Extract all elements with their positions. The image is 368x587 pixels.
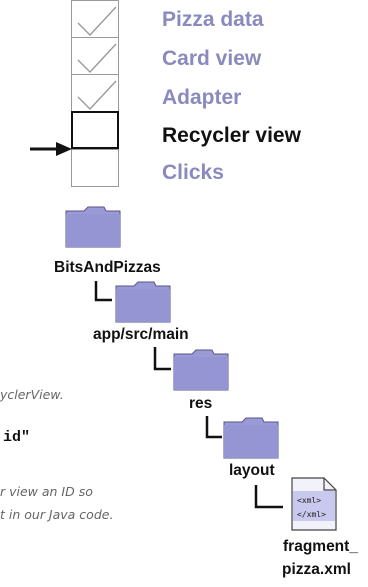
code-fragment: id" [3,429,31,446]
checkbox-pizza-data [71,0,119,38]
folder-label-app: app/src/main [93,326,189,343]
file-label-line2: pizza.xml [282,561,351,578]
xml-file-icon: <xml> </xml> [291,477,337,531]
folder-label-layout: layout [229,462,275,479]
checkmark-icon [77,80,117,111]
file-label-line1: fragment_ [283,538,358,555]
handwritten-note-line1: r view an ID so [0,484,93,499]
handwritten-note-line2: t in our Java code. [0,507,114,522]
checkmark-icon [77,43,117,74]
xml-tag-open: <xml> [297,496,321,505]
step-label-adapter: Adapter [162,86,242,109]
folder-icon [223,417,279,459]
folder-icon [115,281,171,323]
folder-label-res: res [189,395,213,412]
step-label-card-view: Card view [162,47,262,70]
xml-tag-close: </xml> [297,510,326,519]
checkbox-card-view [71,37,119,75]
checkbox-adapter [71,74,119,112]
current-step-arrow-icon [30,142,72,156]
checkbox-recycler-view [71,111,119,149]
step-label-pizza-data: Pizza data [162,8,264,31]
folder-icon [65,206,121,248]
folder-icon [173,349,229,391]
step-label-recycler-view: Recycler view [162,124,301,147]
handwritten-note-top: yclerView. [0,387,64,402]
step-label-clicks: Clicks [162,161,224,184]
progress-checklist [71,0,119,188]
folder-label-root: BitsAndPizzas [54,259,161,276]
checkbox-clicks [71,149,119,187]
checkmark-icon [77,6,117,37]
